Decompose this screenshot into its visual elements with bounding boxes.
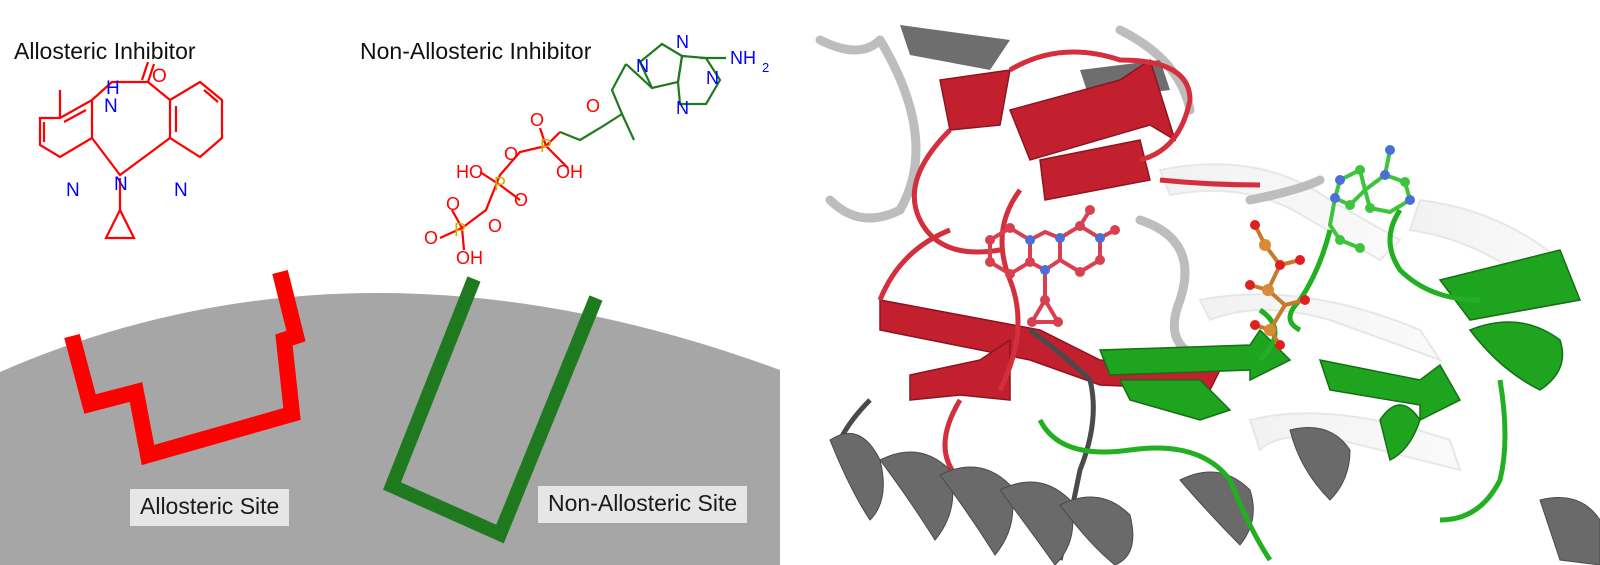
atom-label-p1: P xyxy=(540,136,552,156)
protein-structure-panel xyxy=(800,22,1600,565)
protein-surface xyxy=(0,293,780,565)
atom-label-purine-n1: N xyxy=(676,32,689,52)
atom-label-p2-ho: HO xyxy=(456,162,483,182)
non-allosteric-site-label: Non-Allosteric Site xyxy=(538,486,747,523)
atom-label-nh2-sub: 2 xyxy=(762,60,769,75)
atom-label-n-center: N xyxy=(114,174,128,195)
atom-label-n-right: N xyxy=(174,180,188,201)
atom-label-p2-o: O xyxy=(514,190,528,210)
allosteric-inhibitor-title: Allosteric Inhibitor xyxy=(14,38,196,65)
atom-label-purine-n2: N xyxy=(636,56,649,76)
allosteric-inhibitor-structure xyxy=(40,62,222,238)
non-allosteric-inhibitor-title: Non-Allosteric Inhibitor xyxy=(360,38,591,65)
atom-label-p3-oh: OH xyxy=(456,248,483,268)
atom-label-p1-oh: OH xyxy=(556,162,583,182)
atom-label-bridge-o1: O xyxy=(504,144,518,164)
atom-label-p2: P xyxy=(494,174,506,194)
allosteric-site-label: Allosteric Site xyxy=(130,489,289,526)
atom-label-p3-o-top: O xyxy=(446,194,460,214)
atom-label-purine-n4: N xyxy=(676,98,689,118)
atom-label-bridge-o2: O xyxy=(488,216,502,236)
atom-label-o: O xyxy=(152,66,167,87)
atom-label-ether-o: O xyxy=(586,96,600,116)
atom-label-p3-o-left: O xyxy=(424,228,438,248)
atom-label-n-left: N xyxy=(66,180,80,201)
atom-label-p3: P xyxy=(454,220,466,240)
atom-label-p1-o: O xyxy=(530,110,544,130)
atom-label-nh-n: N xyxy=(104,96,118,117)
atom-label-nh2: NH xyxy=(730,48,756,68)
atom-label-purine-n3: N xyxy=(706,68,719,88)
non-allosteric-inhibitor-structure xyxy=(440,44,726,250)
